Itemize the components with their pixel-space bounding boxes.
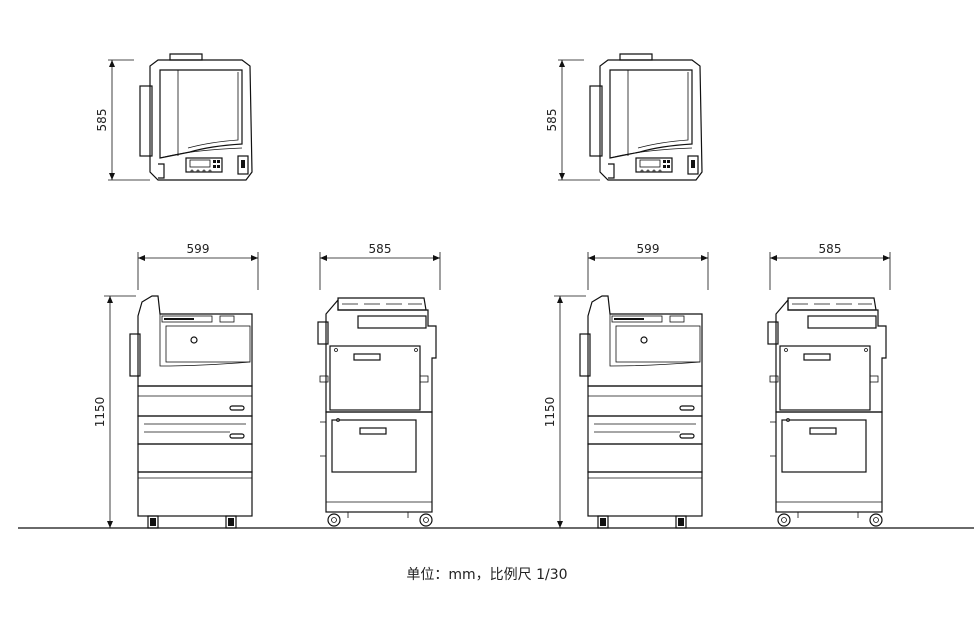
side-view-right xyxy=(767,297,887,527)
dim-label-height-right: 1150 xyxy=(543,397,557,428)
dim-height-right: 1150 xyxy=(543,295,586,528)
top-view-left xyxy=(139,53,253,181)
dim-label-width-front-left: 599 xyxy=(187,242,210,256)
dim-width-front-right: 599 xyxy=(587,242,709,290)
dim-height-left: 1150 xyxy=(93,295,136,528)
dim-width-side-right: 585 xyxy=(769,242,891,290)
dim-width-side-left: 585 xyxy=(319,242,441,290)
diagram-caption: 单位：mm，比例尺 1/30 xyxy=(406,567,568,583)
dim-top-depth-right: 585 xyxy=(545,59,600,181)
dim-top-depth-left: 585 xyxy=(95,59,150,181)
dim-width-front-left: 599 xyxy=(137,242,259,290)
dim-label-width-side-left: 585 xyxy=(369,242,392,256)
dim-label-width-side-right: 585 xyxy=(819,242,842,256)
dim-label-top-depth-right: 585 xyxy=(545,109,559,132)
right-set: 585 599 585 1150 xyxy=(543,53,891,529)
top-view-right xyxy=(589,53,703,181)
dim-label-width-front-right: 599 xyxy=(637,242,660,256)
front-view-left xyxy=(129,295,253,529)
dim-label-top-depth-left: 585 xyxy=(95,109,109,132)
dim-label-height-left: 1150 xyxy=(93,397,107,428)
side-view-left xyxy=(317,297,437,527)
left-set: 585 599 585 1150 xyxy=(93,53,441,529)
front-view-right xyxy=(579,295,703,529)
